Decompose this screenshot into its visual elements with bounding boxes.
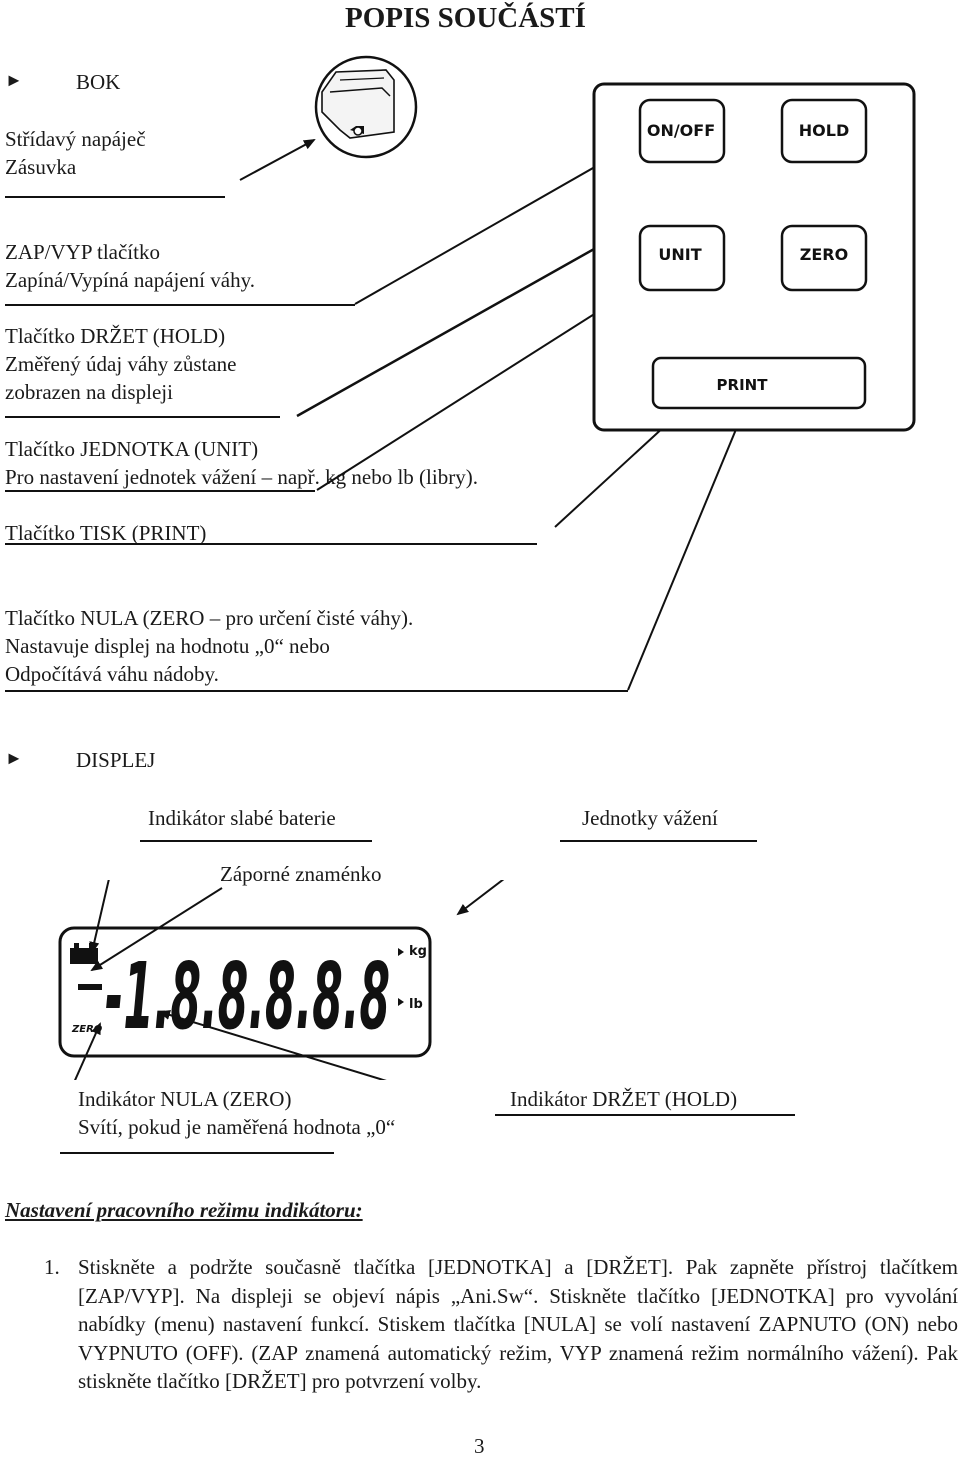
socket-label: Zásuvka — [5, 155, 77, 179]
arrow-hold-indicator — [158, 1010, 387, 1080]
divider — [5, 416, 280, 418]
zero-title: Tlačítko NULA (ZERO – pro určení čisté v… — [5, 606, 414, 630]
divider — [495, 1114, 795, 1116]
bullet-triangle-icon: ► — [5, 748, 23, 768]
arrow-battery — [89, 880, 110, 954]
divider — [5, 490, 315, 492]
display-heading: DISPLEJ — [76, 748, 156, 772]
onoff-title: ZAP/VYP tlačítko — [5, 240, 160, 264]
weighing-units-label: Jednotky vážení — [582, 806, 718, 830]
hold-indicator-label: Indikátor DRŽET (HOLD) — [510, 1087, 738, 1111]
zero-button-label: ZERO — [800, 245, 848, 264]
divider — [5, 690, 628, 692]
control-panel: ON/OFF HOLD UNIT ZERO PRINT — [592, 82, 916, 432]
divider — [5, 543, 537, 545]
print-title: Tlačítko TISK (PRINT) — [5, 521, 207, 545]
hold-desc-1: Změřený údaj váhy zůstane — [5, 352, 237, 376]
lcd-illustration: -1.8.8.8.8.8 kg lb ZERO — [58, 880, 505, 1080]
unit-kg-label: kg — [409, 944, 427, 959]
zero-indicator-text: ZERO — [71, 1024, 103, 1035]
divider — [140, 840, 372, 842]
bok-heading: BOK — [76, 70, 121, 94]
print-button[interactable] — [651, 356, 867, 410]
settings-heading: Nastavení pracovního režimu indikátoru: — [5, 1198, 363, 1222]
divider — [560, 840, 757, 842]
arrow-negative — [90, 887, 223, 972]
arrow-zero-indicator — [74, 1022, 101, 1080]
zero-button[interactable] — [780, 224, 868, 292]
list-number: 1. — [44, 1255, 60, 1279]
negative-sign-label: Záporné znaménko — [220, 862, 382, 886]
print-button-label: PRINT — [717, 376, 769, 394]
zero-indicator-label: Indikátor NULA (ZERO) — [78, 1087, 292, 1111]
unit-desc: Pro nastavení jednotek vážení – např. kg… — [5, 465, 478, 489]
zero-indicator-desc: Svítí, pokud je naměřená hodnota „0“ — [78, 1115, 396, 1139]
divider — [60, 1152, 334, 1154]
divider — [5, 196, 225, 198]
unit-button[interactable] — [638, 224, 726, 292]
settings-instruction: Stiskněte a podržte současně tlačítka [J… — [78, 1255, 958, 1393]
onoff-desc: Zapíná/Vypíná napájení váhy. — [5, 268, 255, 292]
hold-title: Tlačítko DRŽET (HOLD) — [5, 324, 226, 348]
arrow-units — [456, 880, 505, 916]
zero-desc-2: Odpočítává váhu nádoby. — [5, 662, 219, 686]
divider — [5, 304, 355, 306]
onoff-button-label: ON/OFF — [647, 121, 715, 140]
ac-adapter-label: Střídavý napáječ — [5, 127, 146, 151]
battery-indicator-label: Indikátor slabé baterie — [148, 806, 336, 830]
unit-button-label: UNIT — [658, 245, 701, 264]
arrow-socket — [239, 139, 316, 181]
hold-button[interactable] — [780, 98, 868, 164]
page-title: POPIS SOUČÁSTÍ — [345, 2, 586, 34]
bullet-triangle-icon: ► — [5, 70, 23, 90]
lcd-digits: -1.8.8.8.8.8 — [105, 943, 390, 1050]
socket-illustration — [314, 55, 418, 159]
zero-desc-1: Nastavuje displej na hodnotu „0“ nebo — [5, 634, 330, 658]
page-number: 3 — [474, 1434, 485, 1458]
hold-desc-2: zobrazen na displeji — [5, 380, 173, 404]
hold-button-label: HOLD — [799, 121, 849, 140]
onoff-button[interactable] — [638, 98, 726, 164]
side-panel-illustration: ON/OFF HOLD UNIT ZERO PRINT — [239, 55, 916, 691]
unit-title: Tlačítko JEDNOTKA (UNIT) — [5, 437, 259, 461]
negative-sign-segment — [78, 984, 102, 990]
unit-lb-label: lb — [409, 997, 423, 1012]
